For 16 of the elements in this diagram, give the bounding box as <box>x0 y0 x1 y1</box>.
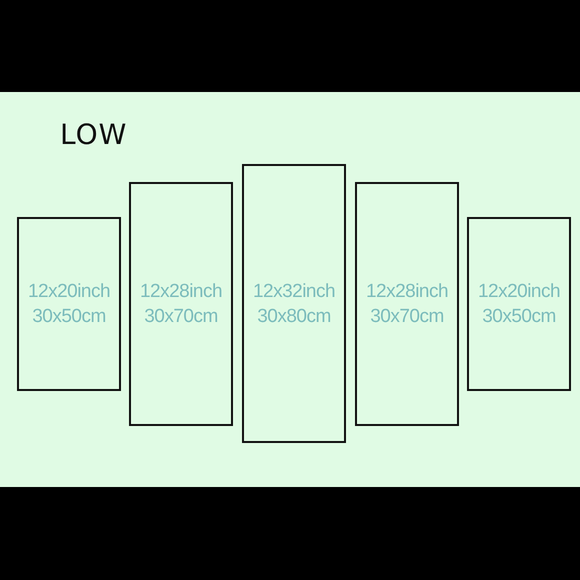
size-label: 30x70cm <box>370 305 444 329</box>
size-label: 30x80cm <box>257 304 331 328</box>
size-label: 12x28inch <box>366 280 448 304</box>
size-label: 30x70cm <box>144 305 218 329</box>
canvas-panel <box>242 164 346 443</box>
canvas-panel <box>355 182 459 426</box>
size-label: 30x50cm <box>482 305 556 329</box>
canvas-panel <box>129 182 233 426</box>
size-label: 12x28inch <box>140 280 222 304</box>
size-label: 12x20inch <box>28 280 110 304</box>
size-label: 30x50cm <box>32 305 106 329</box>
canvas-panel <box>17 217 121 391</box>
size-label: 12x20inch <box>478 280 560 304</box>
size-label: 12x32inch <box>252 280 336 304</box>
title: LOW <box>60 118 128 151</box>
canvas-panel <box>467 217 571 391</box>
